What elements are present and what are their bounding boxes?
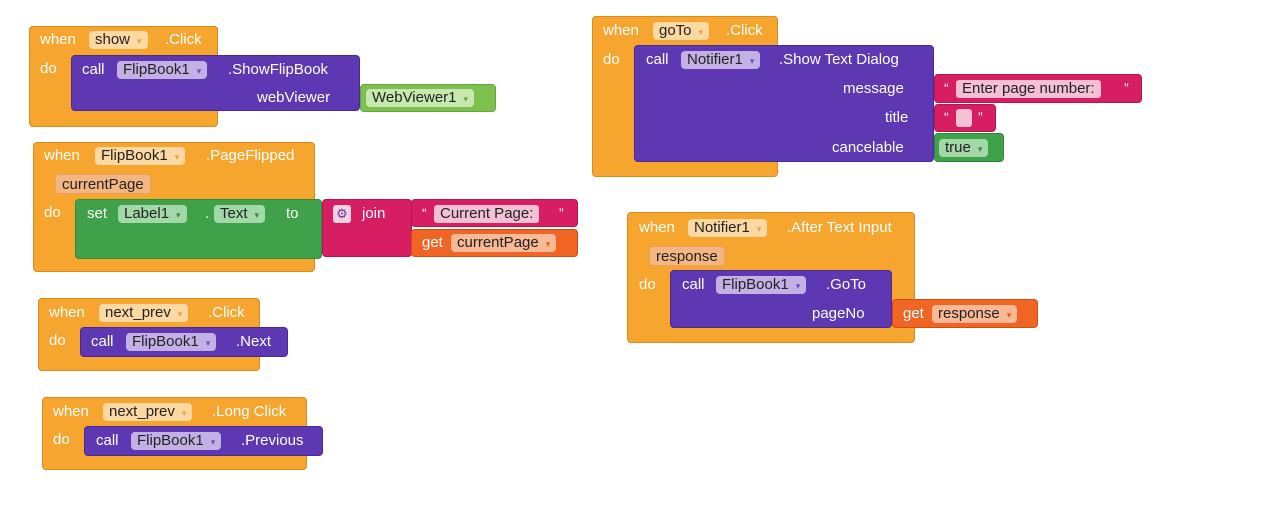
argument-label-cancelable: cancelable [832, 139, 904, 156]
method-name: .ShowFlipBook [228, 61, 329, 78]
call-keyword: call [646, 51, 669, 68]
when-keyword: when [603, 22, 639, 39]
chevron-down-icon: ▾ [205, 338, 211, 348]
chevron-down-icon: ▾ [698, 27, 704, 37]
do-keyword: do [639, 276, 656, 293]
event-name: .After Text Input [787, 219, 892, 236]
method-name: .Previous [241, 432, 304, 449]
component-dropdown-flipbook1[interactable]: FlipBook1▾ [117, 61, 208, 79]
boolean-dropdown[interactable]: true▾ [939, 139, 989, 157]
variable-dropdown[interactable]: response▾ [932, 305, 1018, 323]
chevron-down-icon: ▾ [174, 152, 180, 162]
event-name: .Click [726, 22, 763, 39]
set-property-block[interactable] [75, 199, 322, 259]
call-keyword: call [682, 276, 705, 293]
chevron-down-icon: ▾ [749, 56, 755, 66]
do-keyword: do [44, 204, 61, 221]
argument-label: webViewer [257, 89, 331, 106]
gear-icon[interactable]: ⚙ [333, 205, 351, 223]
text-value-empty[interactable] [956, 109, 972, 127]
chevron-down-icon: ▾ [210, 437, 216, 447]
component-dropdown-goto[interactable]: goTo▾ [653, 22, 710, 40]
call-keyword: call [96, 432, 119, 449]
chevron-down-icon: ▾ [137, 36, 142, 46]
component-dropdown-flipbook1[interactable]: FlipBook1▾ [126, 333, 217, 351]
event-name: .Click [208, 304, 245, 321]
when-keyword: when [40, 31, 76, 48]
chevron-down-icon: ▾ [176, 210, 181, 220]
component-dropdown-flipbook1[interactable]: FlipBook1▾ [716, 276, 807, 294]
event-name: .Click [165, 31, 202, 48]
close-quote: ” [978, 109, 983, 125]
component-dropdown-notifier1[interactable]: Notifier1▾ [681, 51, 761, 69]
property-dropdown-text[interactable]: Text▾ [214, 205, 266, 223]
component-dropdown-next-prev[interactable]: next_prev▾ [99, 304, 189, 322]
argument-label-title: title [885, 109, 909, 126]
text-value[interactable]: Current Page: [434, 205, 540, 223]
chevron-down-icon: ▾ [463, 94, 469, 104]
call-keyword: call [82, 61, 105, 78]
text-value[interactable]: Enter page number: [956, 80, 1101, 98]
chevron-down-icon: ▾ [196, 66, 202, 76]
when-keyword: when [49, 304, 85, 321]
get-keyword: get [903, 305, 924, 322]
when-keyword: when [44, 147, 80, 164]
component-dropdown-notifier1[interactable]: Notifier1▾ [688, 219, 768, 237]
open-quote: “ [422, 205, 427, 221]
variable-dropdown[interactable]: currentPage▾ [451, 234, 557, 252]
chevron-down-icon: ▾ [1006, 310, 1012, 320]
event-parameter[interactable]: response [649, 246, 725, 266]
event-name: .PageFlipped [206, 147, 295, 164]
method-name: .GoTo [826, 276, 867, 293]
method-name: .Next [236, 333, 272, 350]
close-quote: ” [559, 205, 564, 221]
chevron-down-icon: ▾ [756, 224, 762, 234]
do-keyword: do [53, 431, 70, 448]
chevron-down-icon: ▾ [181, 408, 187, 418]
call-keyword: call [91, 333, 114, 350]
open-quote: “ [944, 80, 949, 96]
chevron-down-icon: ▾ [977, 144, 983, 154]
component-dropdown-flipbook1[interactable]: FlipBook1▾ [131, 432, 222, 450]
to-keyword: to [286, 205, 299, 222]
do-keyword: do [603, 51, 620, 68]
set-keyword: set [87, 205, 108, 222]
argument-label-pageno: pageNo [812, 305, 865, 322]
get-keyword: get [422, 234, 443, 251]
component-dropdown-next-prev[interactable]: next_prev▾ [103, 403, 193, 421]
property-dot: . [205, 205, 210, 222]
component-dropdown-show[interactable]: show▾ [89, 31, 148, 49]
join-keyword: join [362, 205, 386, 222]
chevron-down-icon: ▾ [795, 281, 801, 291]
event-name: .Long Click [212, 403, 287, 420]
do-keyword: do [40, 60, 57, 77]
component-dropdown-label1[interactable]: Label1▾ [118, 205, 187, 223]
open-quote: “ [944, 109, 949, 125]
when-keyword: when [53, 403, 89, 420]
argument-label-message: message [843, 80, 904, 97]
method-call-block-previous[interactable] [84, 426, 323, 456]
method-name: .Show Text Dialog [779, 51, 899, 68]
component-dropdown-webviewer1[interactable]: WebViewer1▾ [366, 89, 475, 107]
chevron-down-icon: ▾ [545, 239, 551, 249]
chevron-down-icon: ▾ [254, 210, 260, 220]
event-parameter[interactable]: currentPage [55, 174, 151, 194]
when-keyword: when [639, 219, 675, 236]
do-keyword: do [49, 332, 66, 349]
chevron-down-icon: ▾ [177, 309, 183, 319]
close-quote: ” [1124, 80, 1129, 96]
component-dropdown-flipbook1[interactable]: FlipBook1▾ [95, 147, 186, 165]
